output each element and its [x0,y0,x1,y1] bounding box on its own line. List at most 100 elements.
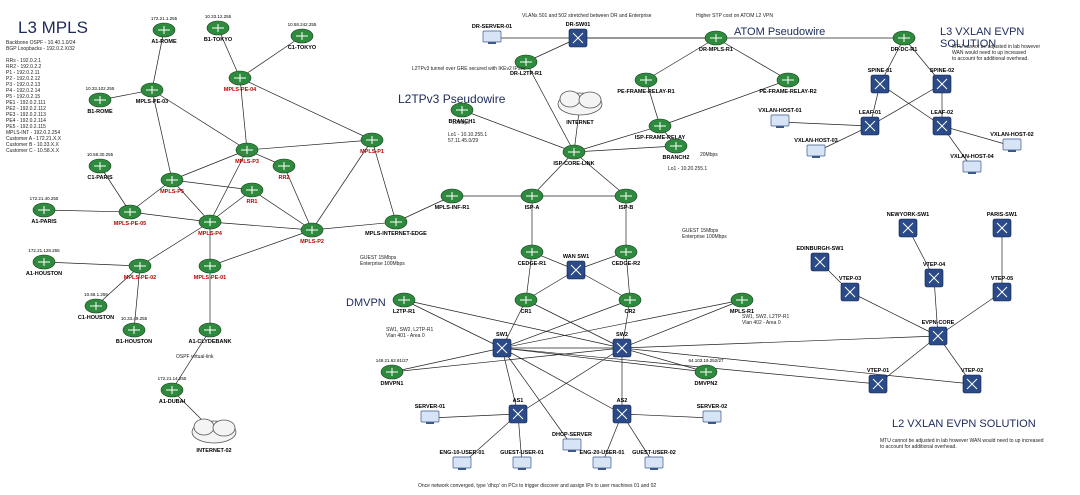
host-server-01[interactable]: SERVER-01 [415,404,445,424]
device-label: DR-SW01 [566,22,591,28]
router-rr1[interactable]: RR1 [240,182,264,205]
router-mpls-pe-02[interactable]: MPLS-PE-02 [124,258,156,281]
device-label: DHCP-SERVER [552,432,592,438]
device-label: RR2 [278,175,289,181]
switch-arrows-icon [512,408,524,420]
switch-sw2[interactable]: SW2 [612,332,632,358]
router-mpls-inf-r1[interactable]: MPLS-INF-R1 [435,188,470,211]
switch-vtep-01[interactable]: VTEP-01 [867,368,889,394]
mpls-info-note: Backbone OSPF - 10.40.1.0/24 BGP Loopbac… [6,40,76,154]
host-eng-10-user-01[interactable]: ENG-10-USER-01 [440,450,485,470]
pc-stand-icon [518,468,526,470]
switch-leaf-02[interactable]: LEAF-02 [931,110,953,136]
switch-vtep-03[interactable]: VTEP-03 [839,276,861,302]
link-pe-frame-relay-r2-isp-frame-relay [659,79,789,127]
device-label: MPLS-R1 [730,309,754,315]
switch-vtep-04[interactable]: VTEP-04 [923,262,946,288]
router-isp-frame-relay[interactable]: ISP-FRAME-RELAY [635,118,686,141]
device-label: C1-PARIS [87,175,113,181]
router-mpls-pe-01[interactable]: MPLS-PE-01 [194,258,226,281]
converge-note: Once network converged, type 'dhcp' on P… [418,483,657,489]
switch-sw1[interactable]: SW1 [492,332,512,358]
router-arrows-icon [241,146,253,154]
router-arrows-icon [204,218,216,226]
switch-as1[interactable]: AS1 [508,398,528,424]
router-branch1[interactable]: BRANCH1 [449,102,476,125]
router-dr-l2tp-r1[interactable]: DR-L2TP-R1 [510,54,542,77]
router-cedge-r1[interactable]: CEDGE-R1 [518,244,546,267]
router-rr2[interactable]: RR2 [272,158,296,181]
switch-leaf-01[interactable]: LEAF-01 [859,110,881,136]
host-dr-server-01[interactable]: DR-SERVER-01 [472,24,512,44]
link-c1-tokyo-mpls-pe-04 [239,35,303,79]
host-vxlan-host-02[interactable]: VXLAN-HOST-02 [990,132,1034,152]
host-vxlan-host-04[interactable]: VXLAN-HOST-04 [950,154,995,174]
router-mpls-pe-03[interactable]: MPLS-PE-03 [136,82,168,105]
device-label: EDINBURGH-SW1 [796,246,843,252]
host-guest-user-01[interactable]: GUEST-USER-01 [500,450,544,470]
router-cr2[interactable]: CR2 [618,292,642,315]
switch-arrows-icon [616,408,628,420]
router-mpls-pe-05[interactable]: MPLS-PE-05 [114,204,146,227]
router-branch2[interactable]: BRANCH2 [663,138,690,161]
router-arrows-icon [624,296,636,304]
router-mpls-p1[interactable]: MPLS-P1 [360,132,384,155]
host-eng-20-user-01[interactable]: ENG-20-USER-01 [580,450,625,470]
router-dr-dc-r1[interactable]: DR-DC-R1 [891,30,918,53]
router-mpls-pe-04[interactable]: MPLS-PE-04 [224,70,257,93]
switch-vtep-05[interactable]: VTEP-05 [991,276,1013,302]
switch-vtep-02[interactable]: VTEP-02 [961,368,983,394]
link-mpls-p1-mpls-internet-edge [371,139,397,223]
link-as1-server-01 [429,413,519,419]
router-cr1[interactable]: CR1 [514,292,538,315]
switch-paris-sw1[interactable]: PARIS-SW1 [987,212,1017,238]
host-dhcp-server[interactable]: DHCP-SERVER [552,432,592,452]
host-server-02[interactable]: SERVER-02 [697,404,727,424]
switch-dr-sw01[interactable]: DR-SW01 [566,22,591,48]
switch-as2[interactable]: AS2 [612,398,632,424]
router-mpls-p5[interactable]: MPLS-P5 [160,172,184,195]
router-arrows-icon [278,162,290,170]
router-mpls-internet-edge[interactable]: MPLS-INTERNET-EDGE [365,214,427,237]
router-cedge-r2[interactable]: CEDGE-R2 [612,244,640,267]
host-guest-user-02[interactable]: GUEST-USER-02 [632,450,676,470]
host-vxlan-host-01[interactable]: VXLAN-HOST-01 [758,108,802,128]
link-mpls-p3-mpls-p1 [246,139,373,151]
switch-evpn-core[interactable]: EVPN-CORE [922,320,955,346]
router-isp-b[interactable]: ISP-B [614,188,638,211]
router-arrows-icon [620,192,632,200]
router-isp-core-link[interactable]: ISP-CORE-LINK [553,144,595,167]
switch-spine-02[interactable]: SPINE-02 [930,68,954,94]
router-mpls-p2[interactable]: MPLS-P2 [300,222,324,245]
router-isp-a[interactable]: ISP-A [520,188,544,211]
switch-wan-sw1[interactable]: WAN SW1 [563,254,589,280]
switch-edinburgh-sw1[interactable]: EDINBURGH-SW1 [796,246,844,272]
link-a1-paris-mpls-pe-05 [43,209,131,213]
router-mpls-p3[interactable]: MPLS-P3 [235,142,259,165]
router-pe-frame-relay-r1[interactable]: PE-FRAME-RELAY-R1 [617,72,675,95]
device-label: EVPN-CORE [922,320,955,326]
router-dr-mpls-r1[interactable]: DR-MPLS-R1 [699,30,733,53]
device-label: PARIS-SW1 [987,212,1017,218]
switch-spine-01[interactable]: SPINE-01 [868,68,892,94]
device-subnet: 172.21.14.255 [158,376,187,381]
router-mpls-p4[interactable]: MPLS-P4 [198,214,223,237]
router-a1-clydebank[interactable]: A1-CLYDEBANK [189,322,232,345]
router-pe-frame-relay-r2[interactable]: PE-FRAME-RELAY-R2 [759,72,817,95]
router-l2tp-r1[interactable]: L2TP-R1 [392,292,416,315]
router-mpls-r1[interactable]: MPLS-R1 [730,292,754,315]
switch-newyork-sw1[interactable]: NEWYORK-SW1 [887,212,929,238]
host-vxlan-host-03[interactable]: VXLAN-HOST-03 [794,138,838,158]
